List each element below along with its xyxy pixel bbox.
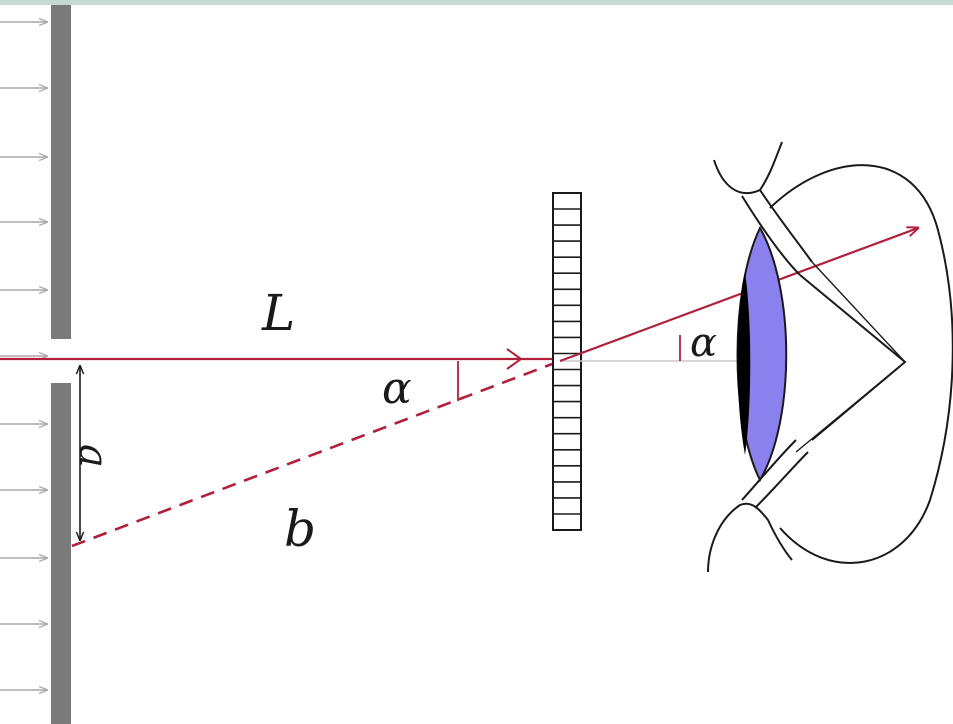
central-ray-arrowhead — [506, 348, 523, 370]
lower-eyelid — [707, 502, 793, 573]
path-label-b: b — [284, 500, 316, 558]
angle-label-left: α — [382, 363, 412, 414]
pupil — [737, 272, 751, 455]
upper-eyelid — [713, 141, 783, 195]
angle-label-eye: α — [690, 320, 717, 366]
eyeball — [769, 164, 953, 564]
angle-arc-left — [457, 361, 468, 402]
wall-lower — [51, 383, 71, 724]
distance-label-L: L — [261, 284, 295, 342]
dashed-ray-b — [71, 359, 561, 548]
wall-upper — [51, 5, 71, 339]
slit-width-label: a — [70, 444, 116, 468]
top-band — [0, 0, 953, 5]
eye-illustration — [707, 141, 953, 573]
refracted-ray — [559, 228, 918, 363]
incoming-light-arrows — [0, 22, 48, 690]
